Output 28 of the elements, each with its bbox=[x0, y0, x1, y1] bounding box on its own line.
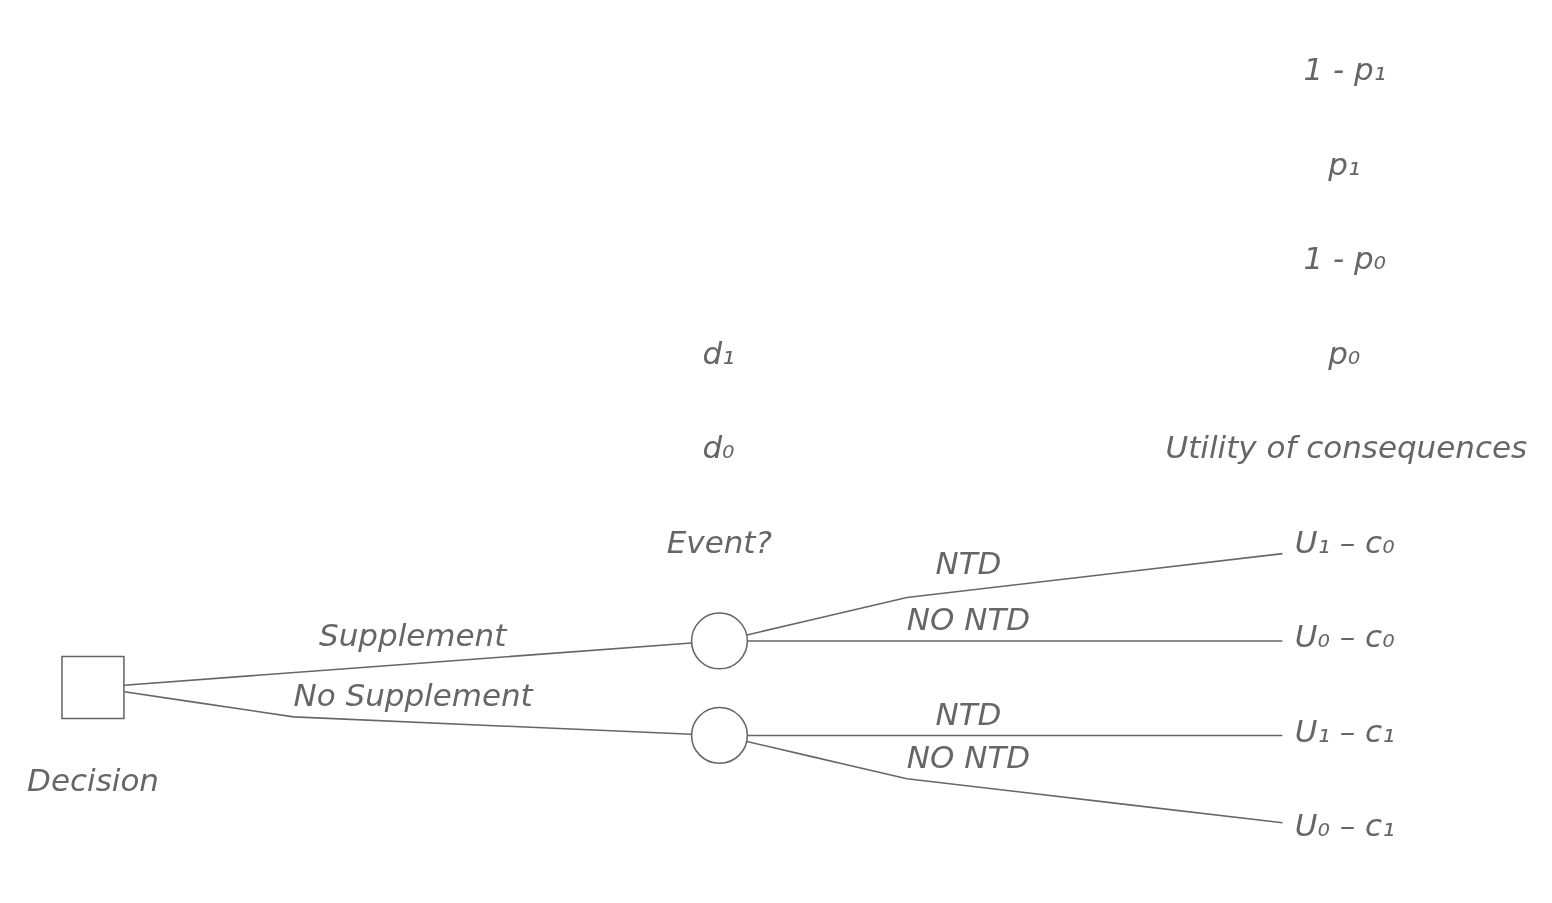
edge-label: No Supplement bbox=[293, 676, 533, 713]
node-text: U₁ – c₁ bbox=[1294, 712, 1395, 749]
edge-label: Supplement bbox=[319, 616, 507, 653]
node-text: U₀ – c₀ bbox=[1294, 617, 1395, 654]
label: p₁ bbox=[1328, 145, 1361, 182]
label: 1 - p₀ bbox=[1303, 239, 1387, 276]
edge-label: NO NTD bbox=[906, 600, 1031, 637]
label: d₀ bbox=[702, 428, 735, 465]
label: Decision bbox=[27, 761, 159, 798]
node-circle bbox=[690, 706, 749, 764]
connector bbox=[746, 639, 1284, 642]
connector bbox=[746, 734, 1284, 736]
connector bbox=[123, 690, 693, 735]
edge-label: NTD bbox=[935, 695, 1002, 732]
connector bbox=[746, 740, 1284, 824]
edge-label: NO NTD bbox=[906, 738, 1031, 775]
label: Utility of consequences bbox=[1165, 428, 1528, 465]
connector bbox=[746, 552, 1284, 636]
node-text: U₁ – c₀ bbox=[1294, 523, 1395, 560]
label: 1 - p₁ bbox=[1303, 50, 1387, 87]
label: Event? bbox=[666, 523, 772, 560]
node-circle bbox=[690, 611, 749, 670]
label: d₁ bbox=[702, 334, 735, 371]
node-box bbox=[61, 655, 125, 719]
edge-label: NTD bbox=[935, 544, 1002, 581]
node-text: U₀ – c₁ bbox=[1294, 806, 1395, 843]
connector bbox=[123, 641, 693, 686]
label: p₀ bbox=[1328, 334, 1361, 371]
